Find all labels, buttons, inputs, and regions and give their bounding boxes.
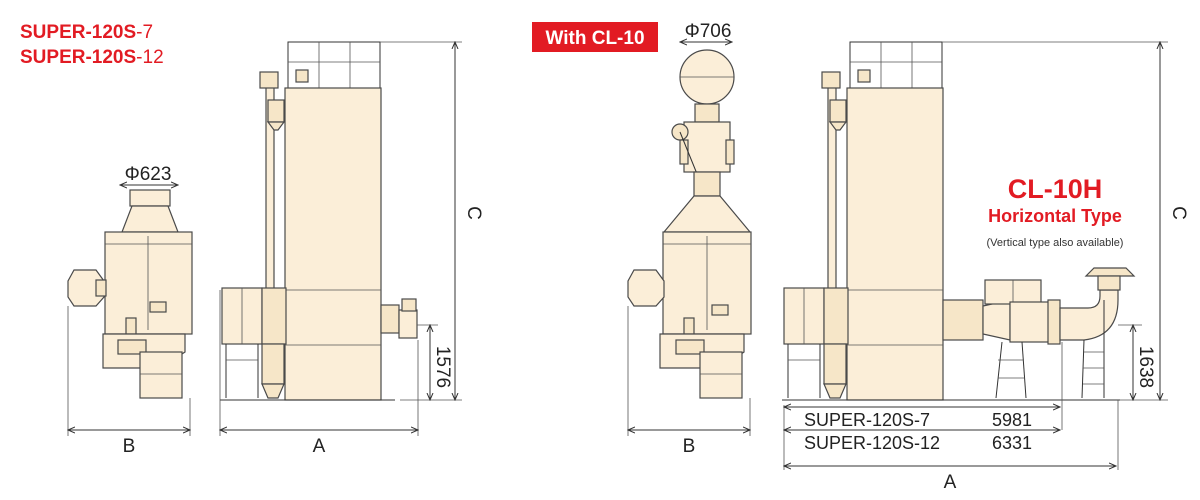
length-row-1-model: SUPER-120S-7 [804,410,930,430]
right-a-label: A [944,472,957,493]
right-tower [846,87,944,401]
right-height-1638: 1638 [1135,346,1156,388]
left-c-label: C [463,206,484,220]
left-side-motor [67,269,105,307]
with-cl10-badge-label: With CL-10 [545,28,644,49]
cl10-cone [662,195,752,233]
left-height-1576: 1576 [432,346,453,388]
model-title-12: SUPER-120S-12 [20,47,164,68]
cl10h-subtitle: Horizontal Type [988,206,1122,226]
model-title-7: SUPER-120S-7 [20,22,153,43]
left-front-view: C 1576 A [220,42,484,457]
left-a-label: A [313,436,326,457]
left-tower [284,87,382,401]
length-row-2-model: SUPER-120S-12 [804,433,940,453]
length-row-1-value: 5981 [992,410,1032,430]
right-b-label: B [683,436,696,457]
length-row-2-value: 6331 [992,433,1032,453]
right-side-view: Φ706 B [627,21,752,457]
left-outlet-cone [121,205,179,233]
right-c-label: C [1168,206,1189,220]
cl10h-note: (Vertical type also available) [987,237,1124,249]
left-discharge-box [139,351,183,399]
cl10h-filter-body [1009,301,1053,343]
cl10-motor-frame [683,121,731,173]
right-front-view: C 1638 SUPER-120S-7 5981 SUPER-120S-12 6… [782,42,1189,493]
cl10h-inlet-cone [982,299,1011,341]
right-discharge-box [699,351,743,399]
left-main-body [104,231,193,335]
cl10h-title: CL-10H [1008,174,1103,204]
left-outlet-cap [129,189,171,207]
left-outlet-nozzle [398,309,418,339]
cl10h-chimney-cap [1084,267,1136,277]
right-side-motor [627,269,665,307]
with-cl10-badge [532,22,658,52]
right-phi-label: Φ706 [685,21,732,42]
left-b-label: B [123,436,136,457]
left-side-view: Φ623 B [67,164,193,457]
left-phi-label: Φ623 [125,164,172,185]
cl10h-elbow-duct [1059,289,1119,341]
